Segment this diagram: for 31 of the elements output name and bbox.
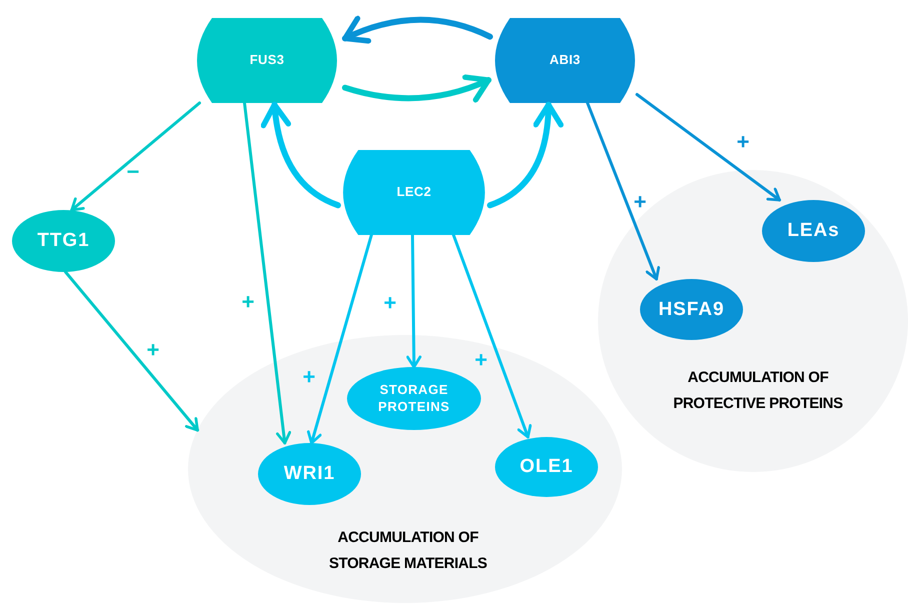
node-label: WRI1 [284,462,336,486]
edge-label: + [242,291,254,313]
edge-label: + [736,131,750,153]
arrow [406,234,422,368]
arrow [342,74,492,102]
node-label: FUS3 [250,52,284,69]
arrow [452,234,532,438]
node-label: HSFA9 [658,298,724,322]
arrow [64,270,200,432]
edge-label: + [302,366,316,388]
node-label: LEAs [787,219,840,243]
arrow [586,102,660,280]
edge-label: + [634,191,646,213]
node-label: TTG1 [37,229,90,253]
node-label: LEC2 [396,184,432,201]
region-label: ACCUMULATION OF PROTECTIVE PROTEINS [672,368,844,414]
node-label: ABI3 [550,52,580,69]
edge-label: + [474,349,488,371]
arrow [636,93,781,202]
arrow [243,102,292,444]
arrow [487,102,563,208]
arrow [306,234,373,444]
node-label: OLE1 [520,455,574,479]
arrow [342,16,493,44]
edge-label: + [384,292,396,314]
arrow [261,102,341,208]
region-label: ACCUMULATION OF STORAGE MATERIALS [328,528,488,574]
node-label: STORAGE PROTEINS [377,382,451,415]
arrow [70,102,201,212]
edge-label: − [126,161,140,183]
edge-label: + [146,339,160,361]
